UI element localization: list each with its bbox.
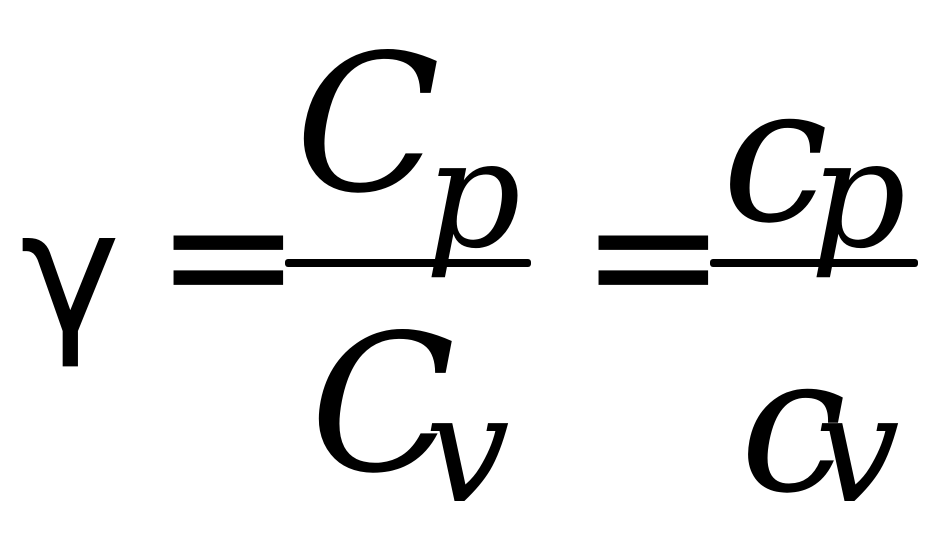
heat-capacity-ratio-equation: γ = C p C v = c p c v (20, 14, 918, 537)
equals-sign-2: = (580, 154, 727, 357)
denominator-subscript-v: v (425, 363, 510, 537)
numerator-capital-c: C (295, 14, 441, 235)
numerator-subscript-p: p (425, 108, 522, 282)
fraction-bar-1 (285, 259, 531, 267)
numerator-subscript-p-lower: p (810, 108, 907, 282)
denominator-capital-c: C (310, 294, 456, 515)
numerator-lower-c: c (722, 44, 829, 265)
gamma-symbol: γ (20, 174, 121, 372)
denominator-subscript-v-lower: v (815, 363, 900, 537)
fraction-bar-2 (710, 259, 918, 267)
denominator-lower-c: c (740, 314, 847, 535)
equals-sign-1: = (155, 154, 302, 357)
